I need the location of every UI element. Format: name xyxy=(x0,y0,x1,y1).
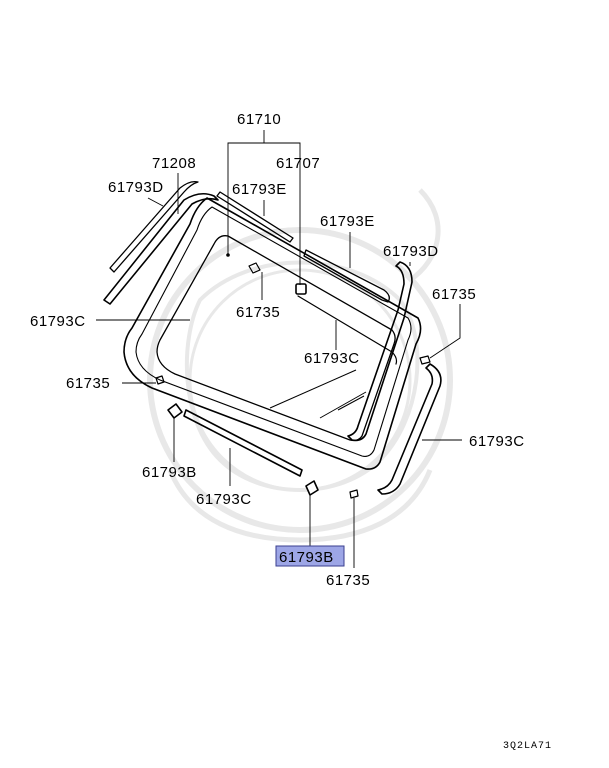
label-61793C-center[interactable]: 61793C xyxy=(304,350,360,367)
label-61793E-right[interactable]: 61793E xyxy=(320,213,375,230)
clip-center xyxy=(248,262,261,274)
clip-left xyxy=(155,375,165,385)
pillar-moulding-71208 xyxy=(103,192,219,305)
label-61793B-highlight[interactable]: 61793B xyxy=(279,549,334,566)
part-labels: 61710 71208 61707 61793D 61793E 61793E 6… xyxy=(30,111,525,589)
label-61793D-left[interactable]: 61793D xyxy=(108,179,164,196)
label-61707[interactable]: 61707 xyxy=(276,155,320,172)
drawing-code: 3Q2LA71 xyxy=(503,741,552,752)
label-61793D-right[interactable]: 61793D xyxy=(383,243,439,260)
moulding-61793C-right xyxy=(377,363,442,495)
moulding-61793D-left xyxy=(109,180,199,273)
leader-lines xyxy=(96,130,462,568)
label-71208[interactable]: 71208 xyxy=(152,155,196,172)
label-61735-bottom[interactable]: 61735 xyxy=(326,572,370,589)
label-61710[interactable]: 61710 xyxy=(237,111,281,128)
label-61793C-left[interactable]: 61793C xyxy=(30,313,86,330)
clip-bottom xyxy=(349,489,359,499)
label-61735-right[interactable]: 61735 xyxy=(432,286,476,303)
moulding-61793C-top xyxy=(297,295,398,365)
label-61793B-left[interactable]: 61793B xyxy=(142,464,197,481)
moulding-61793C-bottom xyxy=(183,409,303,477)
spacer-61793B-left xyxy=(167,403,183,419)
label-61735-center[interactable]: 61735 xyxy=(236,304,280,321)
highlight-box xyxy=(275,545,345,567)
moulding-61793E-right xyxy=(303,249,390,303)
moulding-61793E-top xyxy=(216,191,294,243)
moulding-61793D-right xyxy=(347,261,413,442)
label-61735-left[interactable]: 61735 xyxy=(66,375,110,392)
spacer-61793B-center xyxy=(305,480,319,496)
label-61793E-top[interactable]: 61793E xyxy=(232,181,287,198)
label-61793C-right[interactable]: 61793C xyxy=(469,433,525,450)
windshield-glass xyxy=(123,197,422,470)
clip-right xyxy=(419,355,431,365)
label-61793C-bottom[interactable]: 61793C xyxy=(196,491,252,508)
mirror-bracket xyxy=(295,283,307,295)
